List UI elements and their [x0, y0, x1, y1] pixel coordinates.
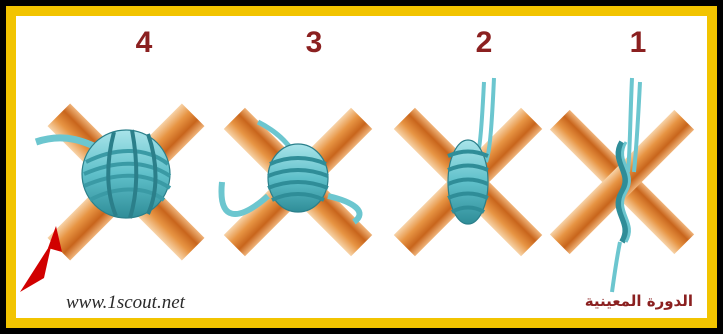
caption-title: الدورة المعينية	[585, 292, 693, 310]
step-4-diagram	[36, 104, 204, 261]
step-1-poles	[550, 110, 694, 254]
step-2-diagram	[394, 78, 542, 256]
step-4-rope-wrap	[36, 130, 170, 218]
lashing-steps-illustration	[16, 16, 707, 318]
step-1-diagram	[550, 78, 694, 292]
step-3-diagram	[221, 108, 372, 256]
site-watermark: www.1scout.net	[66, 292, 185, 314]
diagram-panel: 4 3 2 1	[16, 16, 707, 318]
red-pointer-arrow-icon	[20, 226, 62, 292]
